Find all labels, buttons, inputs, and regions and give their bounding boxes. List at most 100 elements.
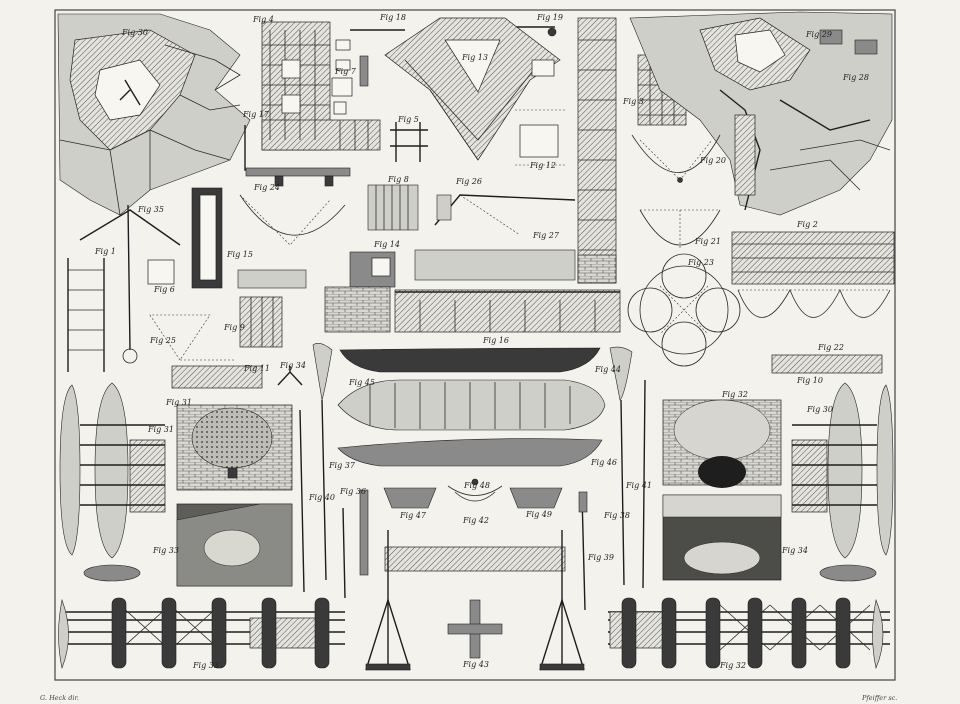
figure-label-f42: Fig 42 xyxy=(462,516,489,525)
figure-label-f5: Fig 5 xyxy=(397,115,419,124)
figure-label-f20: Fig 20 xyxy=(699,156,726,165)
figure-label-f24: Fig 24 xyxy=(253,183,280,192)
figure-2-beam xyxy=(731,231,895,285)
figure-label-f21: Fig 21 xyxy=(694,237,721,246)
figure-35-anchor xyxy=(79,204,181,364)
figure-32-pontoon-bridge xyxy=(608,597,890,669)
figure-14-16-wall xyxy=(324,249,621,333)
figure-label-f27: Fig 27 xyxy=(532,231,560,240)
figure-49-boat xyxy=(509,487,563,509)
figure-8-panel xyxy=(367,184,419,231)
figure-22-arches xyxy=(737,289,891,318)
credit-right: Pfeiffer sc. xyxy=(861,694,897,702)
figure-47-boat xyxy=(383,487,437,509)
figure-label-f31a: Fig 31 xyxy=(165,398,192,407)
figure-label-f2: Fig 2 xyxy=(796,220,818,229)
figure-48-frame xyxy=(447,478,503,502)
figure-4-plan xyxy=(261,21,381,151)
figure-label-f8: Fig 8 xyxy=(387,175,409,184)
oar-left xyxy=(312,343,333,581)
figure-31-pontoon-left xyxy=(59,382,166,582)
figure-34-caltrop xyxy=(277,366,303,386)
figure-37-40-poles xyxy=(299,409,369,599)
figure-33-pontoon-bridge xyxy=(58,597,345,670)
figure-11-plank xyxy=(171,359,263,389)
figure-label-f30a: Fig 30 xyxy=(121,28,148,37)
figure-42-gantry xyxy=(365,530,585,671)
figure-label-f15: Fig 15 xyxy=(226,250,253,259)
figure-label-f34a: Fig 34 xyxy=(279,361,306,370)
figure-label-f45: Fig 45 xyxy=(348,378,375,387)
figure-27-column xyxy=(577,17,617,284)
figure-label-f6: Fig 6 xyxy=(153,285,175,294)
plate-frame xyxy=(54,9,896,681)
figure-6-square xyxy=(147,259,175,285)
figure-17-wall xyxy=(244,125,351,187)
figure-18-19-rulers xyxy=(350,26,557,37)
figure-label-f9: Fig 9 xyxy=(223,323,245,332)
figure-label-f37: Fig 37 xyxy=(328,461,356,470)
figure-3-frame xyxy=(390,122,428,162)
figure-label-f35: Fig 35 xyxy=(137,205,164,214)
figure-26-slope xyxy=(434,194,576,236)
figure-label-f26: Fig 26 xyxy=(455,177,482,186)
figure-13-bastion xyxy=(384,17,561,161)
fortification-plan-left xyxy=(57,13,251,216)
figure-label-f30b: Fig 30 xyxy=(806,405,833,414)
figure-label-f34b: Fig 34 xyxy=(781,546,808,555)
figure-43-cross xyxy=(447,599,503,659)
figure-label-f1: Fig 1 xyxy=(94,247,116,256)
figure-label-f29: Fig 29 xyxy=(805,30,832,39)
figure-30-pontoon-right xyxy=(791,382,894,582)
figure-12-box xyxy=(515,109,565,166)
figure-label-f11: Fig 11 xyxy=(243,364,270,373)
figure-label-f17: Fig 17 xyxy=(242,110,270,119)
figure-33-explosion xyxy=(176,503,293,587)
figure-label-f38: Fig 38 xyxy=(603,511,630,520)
figure-label-f36: Fig 36 xyxy=(339,487,366,496)
figure-label-f25: Fig 25 xyxy=(149,336,176,345)
figure-45-boat-plan xyxy=(337,379,606,431)
figure-label-f41: Fig 41 xyxy=(625,481,652,490)
figure-24-arc xyxy=(239,194,346,246)
figure-label-f7: Fig 7 xyxy=(334,67,357,76)
figure-label-f47: Fig 47 xyxy=(399,511,427,520)
figure-1-ladder xyxy=(67,258,105,372)
figure-label-f18: Fig 18 xyxy=(379,13,406,22)
figure-label-f3: Fig 3 xyxy=(622,97,644,106)
figure-label-f16: Fig 16 xyxy=(482,336,509,345)
figure-label-f13: Fig 13 xyxy=(461,53,488,62)
figure-label-f4: Fig 4 xyxy=(252,15,274,24)
figure-46-boat-section xyxy=(337,438,603,467)
figure-label-f33b: Fig 33 xyxy=(192,661,219,670)
figure-label-f14: Fig 14 xyxy=(373,240,400,249)
figure-34-explosion xyxy=(662,494,782,581)
figure-7-parts xyxy=(331,39,369,115)
figure-label-f46: Fig 46 xyxy=(590,458,617,467)
figure-15-bracket xyxy=(191,187,307,289)
figure-label-f32a: Fig 32 xyxy=(721,390,748,399)
figure-label-f22: Fig 22 xyxy=(817,343,844,352)
figure-21-arc xyxy=(639,209,721,250)
figure-44-boat-profile xyxy=(339,347,601,373)
figure-23-circles xyxy=(627,253,741,367)
figure-label-f10: Fig 10 xyxy=(796,376,823,385)
figure-label-f32b: Fig 32 xyxy=(719,661,746,670)
figure-label-f12: Fig 12 xyxy=(529,161,556,170)
figure-label-f19: Fig 19 xyxy=(536,13,563,22)
figure-label-f48: Fig 48 xyxy=(463,481,490,490)
figure-20-arcs xyxy=(631,134,721,183)
figure-label-f44: Fig 44 xyxy=(594,365,621,374)
figure-label-f23: Fig 23 xyxy=(687,258,714,267)
credit-left: G. Heck dir. xyxy=(40,694,79,702)
figure-label-f40: Fig 40 xyxy=(308,493,335,502)
figure-label-f31b: Fig 31 xyxy=(147,425,174,434)
figure-32-explosion xyxy=(662,399,782,488)
figure-label-f39: Fig 39 xyxy=(587,553,614,562)
figure-9-grid xyxy=(239,296,283,348)
oar-right xyxy=(609,346,633,586)
figure-label-f33a: Fig 33 xyxy=(152,546,179,555)
figure-38-41-poles xyxy=(578,379,646,611)
